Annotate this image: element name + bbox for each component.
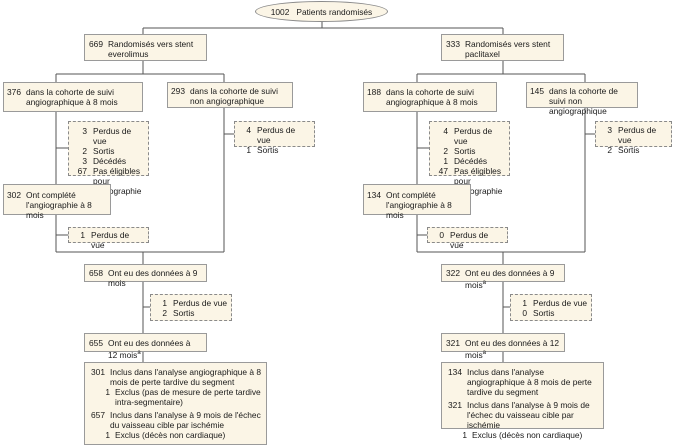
left-12m-count: 655 <box>89 338 103 348</box>
left-completed-angio-box: 302 Ont complété l'angiographie à 8 mois <box>3 184 111 220</box>
right-9m-count: 322 <box>446 268 460 278</box>
randomized-label: Patients randomisés <box>296 7 373 17</box>
left-completed-count: 302 <box>7 190 21 200</box>
right-arm-box: 333 Randomisés vers stent paclitaxel <box>441 34 564 61</box>
right-12m-label: Ont eu des données à 12 mois <box>464 338 560 360</box>
footnote-mark: a <box>137 350 141 356</box>
left-nonangio-cohort-box: 293 dans la cohorte de suivi non angiogra… <box>167 82 293 108</box>
left-arm-count: 669 <box>89 39 103 49</box>
left-completed-label: Ont complété l'angiographie à 8 mois <box>25 190 92 220</box>
left-arm-label: Randomisés vers stent everolimus <box>107 39 194 59</box>
right-completed-count: 134 <box>367 190 381 200</box>
right-9m-label: Ont eu des données à 9 mois <box>464 268 555 290</box>
right-angio-label: dans la cohorte de suivi angiographique … <box>385 87 478 107</box>
randomized-count: 1002 <box>270 7 290 17</box>
right-nonangio-cohort-box: 145 dans la cohorte de suivi non angiogra… <box>526 82 638 116</box>
right-12-month-box: 321 Ont eu des données à 12 moisa <box>441 333 565 360</box>
left-9m-label: Ont eu des données à 9 mois <box>107 268 198 288</box>
left-angio-count: 376 <box>7 87 21 97</box>
right-nonangio-label: dans la cohorte de suivi non angiographi… <box>548 86 618 116</box>
right-angio-cohort-box: 188 dans la cohorte de suivi angiographiq… <box>363 82 497 112</box>
right-12m-count: 321 <box>446 338 460 348</box>
right-9-month-box: 322 Ont eu des données à 9 moisa <box>441 264 565 290</box>
footnote-mark: a <box>482 280 487 286</box>
right-arm-label: Randomisés vers stent paclitaxel <box>464 39 551 59</box>
left-angio-label: dans la cohorte de suivi angiographique … <box>25 87 118 107</box>
left-nonangio-count: 293 <box>171 86 185 96</box>
right-nonangio-count: 145 <box>530 86 544 96</box>
left-12-month-box: 655 Ont eu des données à 12 moisa <box>84 333 207 360</box>
left-9-month-box: 658 Ont eu des données à 9 mois <box>84 264 207 288</box>
left-angio-cohort-box: 376 dans la cohorte de suivi angiographiq… <box>3 82 143 112</box>
left-arm-box: 669 Randomisés vers stent everolimus <box>84 34 207 61</box>
right-angio-count: 188 <box>367 87 381 97</box>
left-12m-label: Ont eu des données à 12 mois <box>107 338 191 360</box>
right-completed-label: Ont complété l'angiographie à 8 mois <box>385 190 452 220</box>
randomized-patients-node: 1002 Patients randomisés <box>255 1 388 22</box>
left-nonangio-label: dans la cohorte de suivi non angiographi… <box>189 86 278 106</box>
right-completed-angio-box: 134 Ont complété l'angiographie à 8 mois <box>363 184 471 220</box>
left-9m-count: 658 <box>89 268 103 278</box>
right-arm-count: 333 <box>446 39 460 49</box>
footnote-mark: a <box>482 350 487 356</box>
